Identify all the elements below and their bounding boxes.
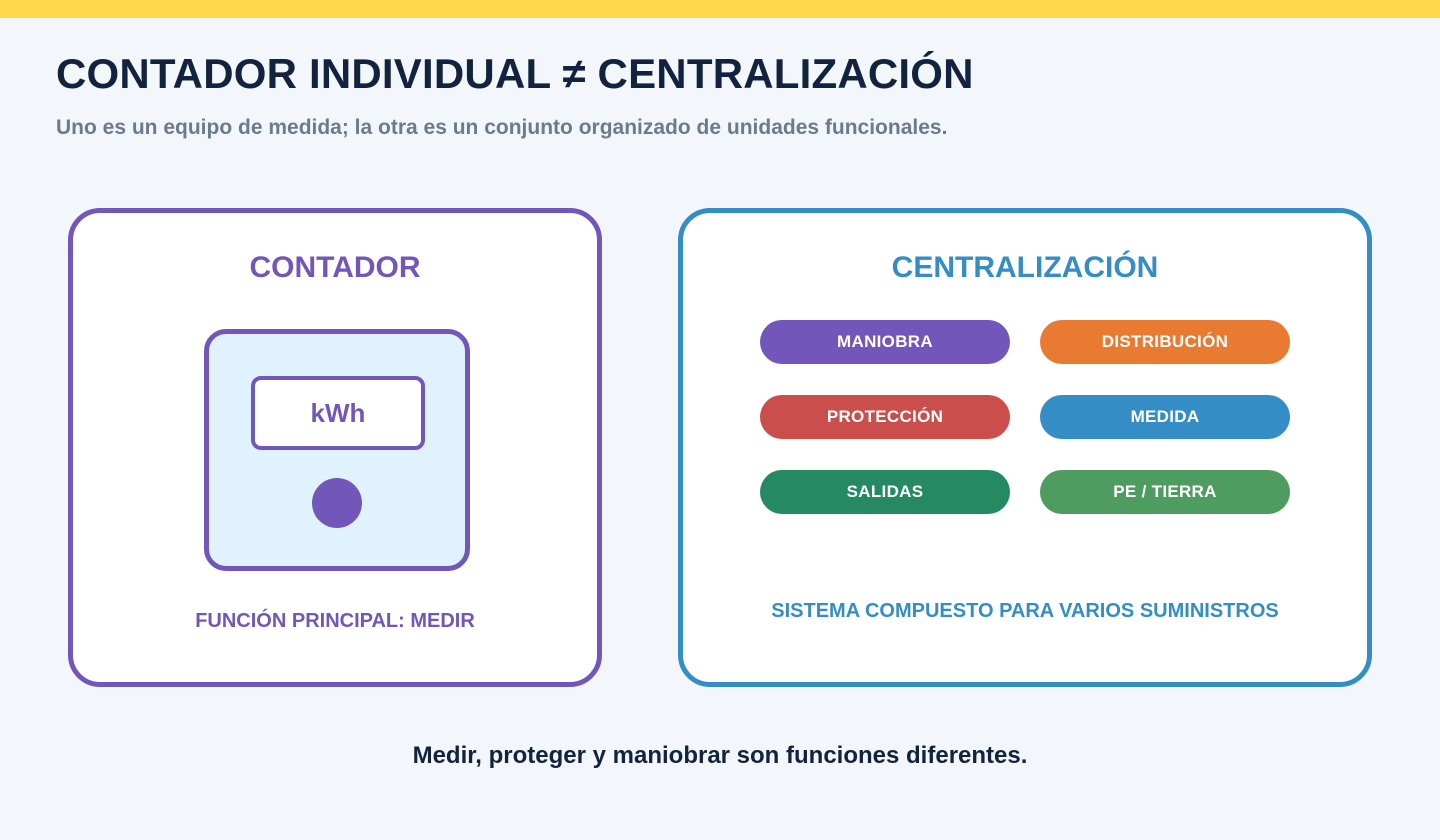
contador-title: CONTADOR [249, 251, 421, 284]
meter-icon: kWh [204, 329, 470, 571]
unit-maniobra: MANIOBRA [760, 320, 1010, 364]
contador-caption: FUNCIÓN PRINCIPAL: MEDIR [195, 610, 475, 632]
meter-knob [312, 478, 362, 528]
unit-distribucion: DISTRIBUCIÓN [1040, 320, 1290, 364]
footer-note: Medir, proteger y maniobrar son funcione… [412, 742, 1028, 769]
centralizacion-panel: CENTRALIZACIÓN MANIOBRA DISTRIBUCIÓN PRO… [678, 208, 1372, 687]
page-title: CONTADOR INDIVIDUAL ≠ CENTRALIZACIÓN [56, 50, 974, 97]
meter-display: kWh [251, 376, 425, 450]
centralizacion-title: CENTRALIZACIÓN [891, 251, 1159, 284]
unit-medida: MEDIDA [1040, 395, 1290, 439]
unit-pe-tierra: PE / TIERRA [1040, 470, 1290, 514]
centralizacion-caption: SISTEMA COMPUESTO PARA VARIOS SUMINISTRO… [771, 600, 1279, 622]
unit-proteccion: PROTECCIÓN [760, 395, 1010, 439]
top-accent-bar [0, 0, 1440, 18]
contador-panel: CONTADOR kWh FUNCIÓN PRINCIPAL: MEDIR [68, 208, 602, 687]
page-subtitle: Uno es un equipo de medida; la otra es u… [56, 116, 948, 139]
unit-salidas: SALIDAS [760, 470, 1010, 514]
